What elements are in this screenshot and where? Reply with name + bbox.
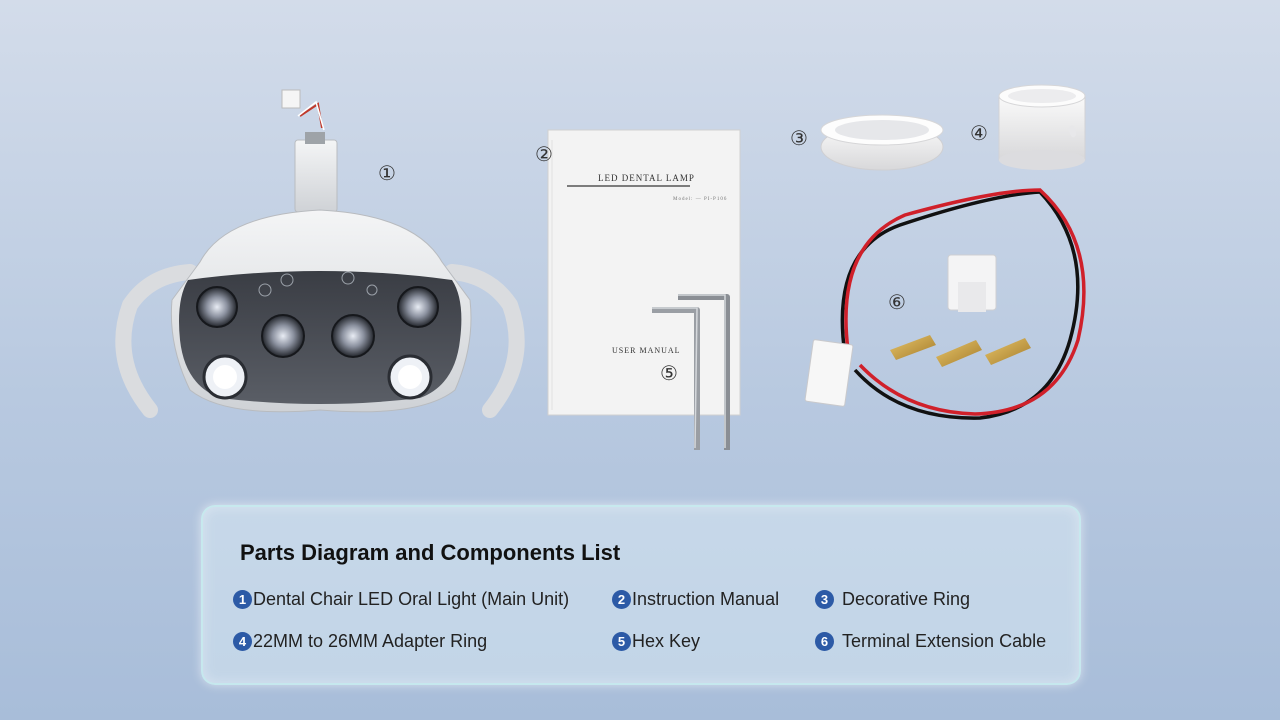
number-badge: 2 (612, 590, 631, 609)
list-item: 6 Terminal Extension Cable (815, 631, 1046, 652)
list-item: 3 Decorative Ring (815, 589, 970, 610)
marker-5: ⑤ (660, 361, 678, 385)
number-badge: 4 (233, 632, 252, 651)
number-badge: 3 (815, 590, 834, 609)
list-item-label: 22MM to 26MM Adapter Ring (253, 631, 488, 651)
marker-2: ② (535, 142, 553, 166)
list-item: 5 Hex Key (612, 631, 700, 652)
manual-footer: USER MANUAL (612, 346, 681, 355)
list-item-label: Dental Chair LED Oral Light (Main Unit) (253, 589, 570, 609)
adapter-ring (998, 84, 1086, 170)
instruction-manual (547, 129, 741, 416)
manual-title: LED DENTAL LAMP (598, 173, 695, 183)
list-item: 1 Dental Chair LED Oral Light (Main Unit… (233, 589, 569, 610)
decorative-ring (820, 114, 944, 171)
lamp-button-icon (258, 283, 272, 297)
crimp-terminals (890, 335, 1031, 367)
marker-6: ⑥ (888, 290, 906, 314)
number-badge: 5 (612, 632, 631, 651)
list-item-label: Hex Key (632, 631, 701, 651)
marker-1: ① (378, 161, 396, 185)
components-list-panel: Parts Diagram and Components List 1 Dent… (201, 505, 1081, 685)
components-illustration (115, 84, 1086, 450)
list-item: 4 22MM to 26MM Adapter Ring (233, 631, 487, 652)
list-item-label: Decorative Ring (842, 589, 971, 609)
list-item-label: Terminal Extension Cable (842, 631, 1047, 651)
number-badge: 6 (815, 632, 834, 651)
power-icon (341, 271, 355, 285)
list-item: 2 Instruction Manual (612, 589, 779, 610)
lamp-button-icon (280, 273, 294, 287)
number-badge: 1 (233, 590, 252, 609)
lamp-button-icon (366, 284, 378, 296)
marker-3: ③ (790, 126, 808, 150)
manual-model-text: Model: — PI-P106 (673, 197, 728, 202)
marker-4: ④ (970, 121, 988, 145)
panel-title: Parts Diagram and Components List (240, 540, 621, 565)
hex-keys (652, 294, 730, 450)
list-item-label: Instruction Manual (632, 589, 780, 609)
terminal-extension-cable (804, 188, 1086, 420)
product-photo: LED DENTAL LAMP Model: — PI-P106 USER MA… (115, 84, 1086, 450)
dental-lamp (115, 89, 525, 418)
